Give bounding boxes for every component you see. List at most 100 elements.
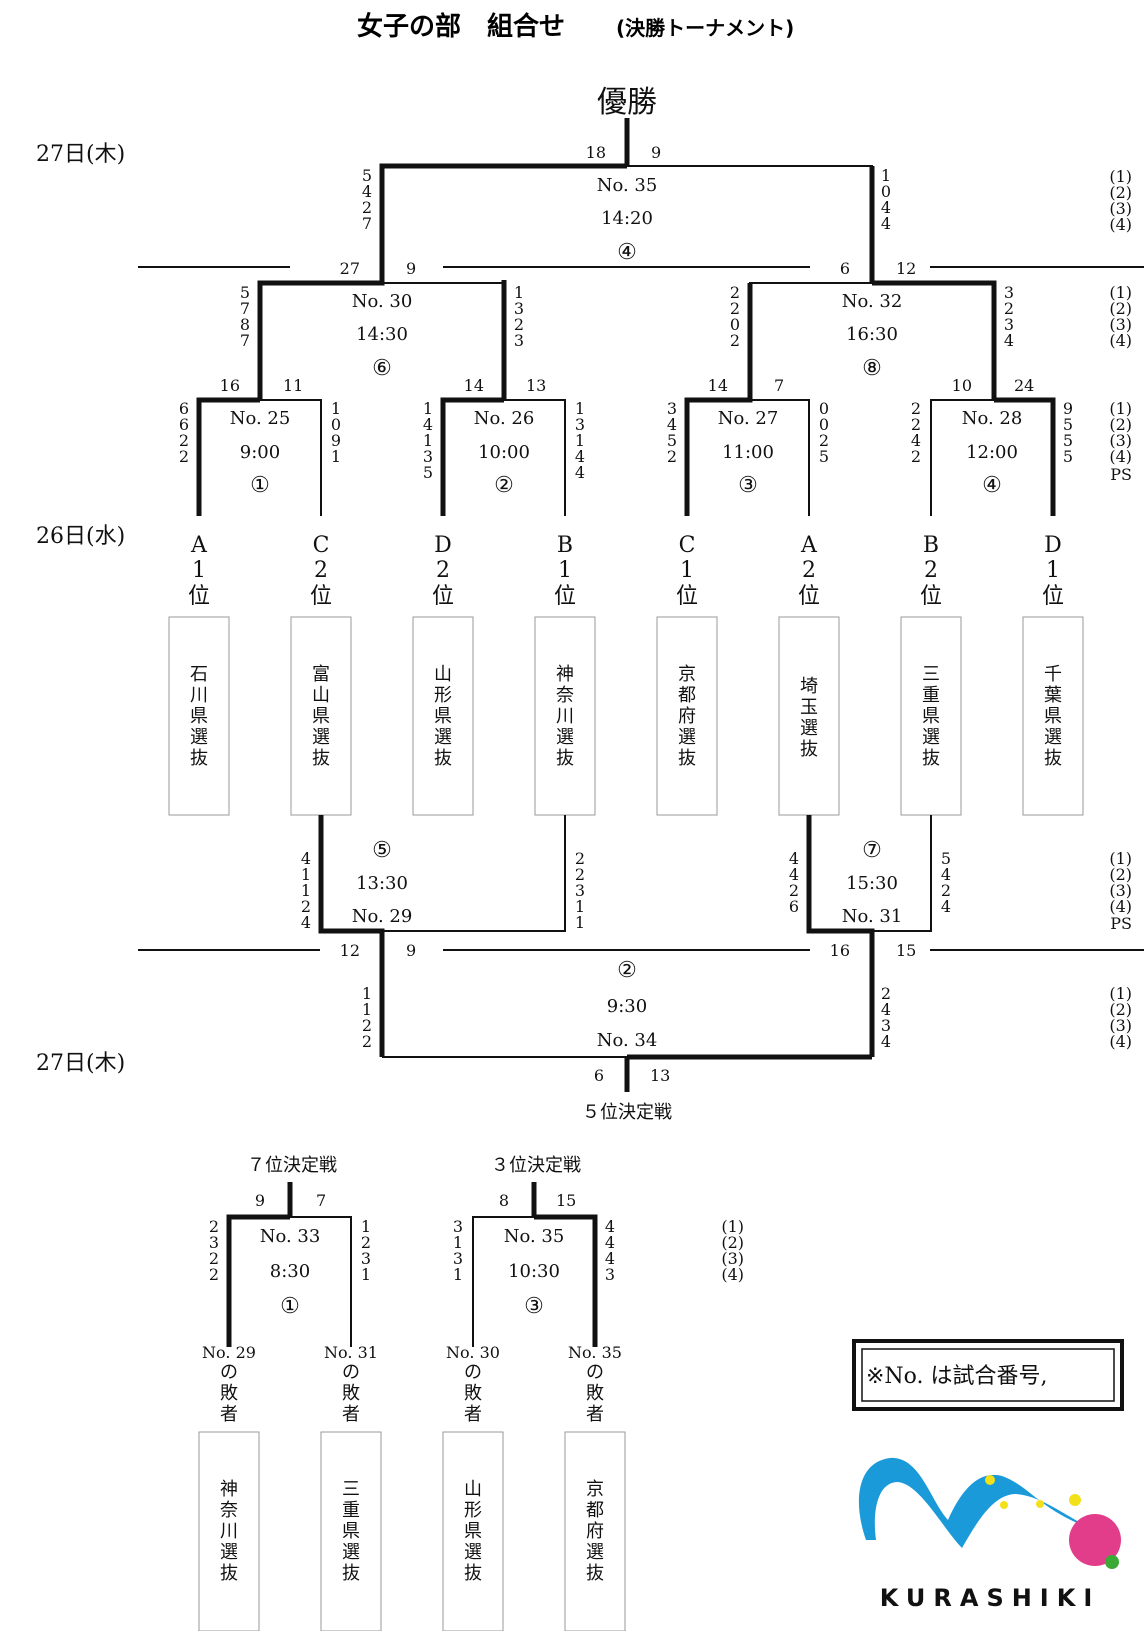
- svg-text:2: 2: [514, 315, 524, 334]
- consolation-match-29: ⑤ 13:30 No. 29 12 9 4 1 1 2 4 2 2 3 1 1: [301, 815, 585, 1057]
- logo-wave-shape: [858, 1457, 1090, 1548]
- logo-green-dot: [1105, 1555, 1119, 1569]
- svg-text:(3): (3): [1109, 315, 1132, 334]
- svg-text:15: 15: [556, 1191, 576, 1210]
- svg-text:②: ②: [617, 958, 637, 983]
- svg-text:5: 5: [1063, 447, 1073, 466]
- svg-text:2: 2: [819, 431, 829, 450]
- seed-group: B: [557, 533, 573, 558]
- svg-text:(1): (1): [721, 1217, 744, 1236]
- team-name-char: 選: [220, 1542, 238, 1563]
- svg-text:0: 0: [730, 315, 740, 334]
- seed-suffix: 位: [310, 584, 332, 609]
- team-name-char: 重: [342, 1500, 360, 1521]
- team-name-char: 選: [586, 1542, 604, 1563]
- seed-rank: 2: [314, 558, 328, 583]
- svg-text:No. 32: No. 32: [842, 291, 903, 312]
- team-box: [534, 616, 596, 816]
- seed-suffix: 位: [188, 584, 210, 609]
- team-name-char: 選: [342, 1542, 360, 1563]
- final-left-set: 4: [362, 182, 372, 201]
- svg-text:(2): (2): [1109, 183, 1132, 202]
- svg-text:6: 6: [840, 259, 850, 278]
- seed-suffix: 位: [920, 584, 942, 609]
- svg-text:7: 7: [316, 1191, 326, 1210]
- quarter-match-3: 14 7 No. 27 11:00 ③ 3 4 5 2 0 0 2 5: [667, 283, 829, 516]
- svg-text:(4): (4): [1109, 897, 1132, 916]
- svg-text:4: 4: [301, 913, 311, 932]
- loser-match-no: No. 30: [446, 1343, 500, 1362]
- loser-label-char: 敗: [220, 1383, 238, 1404]
- svg-text:(4): (4): [721, 1265, 744, 1284]
- svg-text:4: 4: [1004, 331, 1014, 350]
- final-left-set: 5: [362, 166, 372, 185]
- team-name-char: 抜: [586, 1563, 604, 1584]
- svg-text:1: 1: [575, 431, 585, 450]
- svg-text:8: 8: [499, 1191, 509, 1210]
- team-box: [320, 1431, 382, 1631]
- semi-match-1: 27 9 No. 30 14:30 ⑥ 5 7 8 7 1 3 2 3: [240, 166, 524, 400]
- svg-text:1: 1: [575, 399, 585, 418]
- svg-text:1: 1: [453, 1233, 463, 1252]
- svg-text:13:30: 13:30: [356, 873, 408, 894]
- svg-text:⑥: ⑥: [372, 356, 392, 381]
- svg-text:13: 13: [650, 1066, 670, 1085]
- seed-group: C: [679, 533, 696, 558]
- svg-text:9: 9: [331, 431, 341, 450]
- loser-label-char: の: [586, 1362, 604, 1383]
- final-right-set: 4: [881, 214, 891, 233]
- seed-rank: 2: [802, 558, 816, 583]
- seed-rank: 1: [558, 558, 572, 583]
- logo-yellow-dot: [985, 1475, 995, 1485]
- svg-text:2: 2: [881, 984, 891, 1003]
- svg-text:③: ③: [738, 473, 758, 498]
- seed-suffix: 位: [432, 584, 454, 609]
- svg-text:(2): (2): [1109, 299, 1132, 318]
- svg-text:(4): (4): [1109, 215, 1132, 234]
- svg-text:2: 2: [941, 881, 951, 900]
- svg-text:27: 27: [340, 259, 360, 278]
- team-name-char: 選: [678, 727, 696, 748]
- svg-text:2: 2: [362, 1032, 372, 1051]
- team-name-char: 県: [1044, 706, 1062, 727]
- team-box: [290, 616, 352, 816]
- seed-suffix: 位: [554, 584, 576, 609]
- team-name-char: 選: [434, 727, 452, 748]
- team-name-char: 川: [190, 685, 208, 706]
- svg-text:16: 16: [220, 376, 240, 395]
- team-name-char: 埼: [800, 676, 818, 697]
- svg-text:4: 4: [605, 1233, 615, 1252]
- loser-label-char: の: [220, 1362, 238, 1383]
- loser-label-char: 敗: [464, 1383, 482, 1404]
- svg-text:1: 1: [362, 984, 372, 1003]
- fifth-place-match: ② 9:30 No. 34 6 13 ５位決定戦 1 1 2 2 2 4 3 4: [362, 958, 891, 1123]
- team-name-char: 選: [312, 727, 330, 748]
- team-name-char: 府: [678, 706, 696, 727]
- seed-group: C: [313, 533, 330, 558]
- team-name-char: 抜: [190, 748, 208, 769]
- svg-text:(3): (3): [721, 1249, 744, 1268]
- svg-text:4: 4: [575, 463, 585, 482]
- svg-text:(2): (2): [1109, 865, 1132, 884]
- final-court: ④: [617, 240, 637, 265]
- svg-text:1: 1: [362, 1000, 372, 1019]
- svg-text:14:30: 14:30: [356, 324, 408, 345]
- final-left-set: 2: [362, 198, 372, 217]
- svg-text:③: ③: [524, 1294, 544, 1319]
- svg-text:No. 29: No. 29: [352, 906, 413, 927]
- quarter-match-1: 16 11 No. 25 9:00 ① 6 6 2 2 1 0 9 1: [179, 376, 341, 516]
- svg-text:5: 5: [1063, 431, 1073, 450]
- seed-suffix: 位: [798, 584, 820, 609]
- svg-text:4: 4: [605, 1217, 615, 1236]
- final-left-score: 18: [586, 143, 606, 162]
- svg-text:15: 15: [896, 941, 916, 960]
- period-labels-consolation: (1) (2) (3) (4) PS: [1109, 849, 1132, 933]
- team-box: [442, 1431, 504, 1631]
- svg-text:11:00: 11:00: [722, 442, 774, 463]
- svg-text:6: 6: [179, 415, 189, 434]
